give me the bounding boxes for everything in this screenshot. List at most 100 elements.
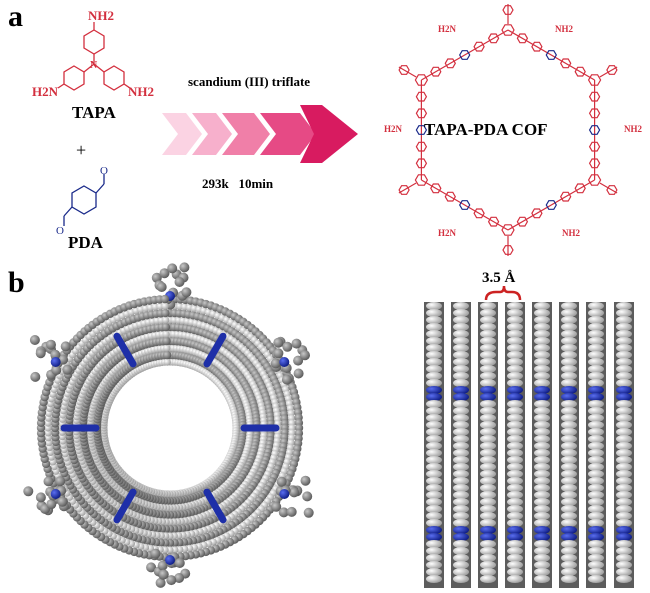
hydrogen-atom <box>426 372 442 380</box>
spacing-bracket <box>486 286 520 300</box>
nitrogen-atom <box>588 533 604 541</box>
carbon-atom <box>304 508 314 518</box>
hydrogen-atom <box>480 512 496 520</box>
carbon-atom <box>157 282 167 292</box>
hydrogen-atom <box>480 400 496 408</box>
hydrogen-atom <box>616 561 632 569</box>
hydrogen-atom <box>588 323 604 331</box>
nitrogen-atom <box>561 526 577 534</box>
hydrogen-atom <box>561 337 577 345</box>
hydrogen-atom <box>480 568 496 576</box>
hydrogen-atom <box>616 407 632 415</box>
hydrogen-atom <box>453 372 469 380</box>
hydrogen-atom <box>534 344 550 352</box>
hydrogen-atom <box>507 309 523 317</box>
hydrogen-atom <box>480 323 496 331</box>
nitrogen-atom <box>426 526 442 534</box>
nitrogen-atom <box>507 386 523 394</box>
hydrogen-atom <box>426 505 442 513</box>
carbon-atom <box>61 341 71 351</box>
hydrogen-atom <box>480 316 496 324</box>
hydrogen-atom <box>616 498 632 506</box>
hydrogen-atom <box>480 302 496 310</box>
hydrogen-atom <box>426 540 442 548</box>
hydrogen-atom <box>480 414 496 422</box>
hydrogen-atom <box>163 331 170 338</box>
hydrogen-atom <box>507 547 523 555</box>
hydrogen-atom <box>534 519 550 527</box>
hydrogen-atom <box>616 344 632 352</box>
hydrogen-atom <box>453 470 469 478</box>
hydrogen-atom <box>480 435 496 443</box>
hydrogen-atom <box>507 323 523 331</box>
tapa-nh2-top: NH2 <box>88 8 114 23</box>
hydrogen-atom <box>426 575 442 583</box>
carbon-atom <box>163 351 171 359</box>
carbon-atom <box>151 549 161 559</box>
cof-nh2-label: NH2 <box>555 24 574 34</box>
hydrogen-atom <box>453 414 469 422</box>
hydrogen-atom <box>588 407 604 415</box>
hydrogen-atom <box>561 435 577 443</box>
hydrogen-atom <box>426 435 442 443</box>
hydrogen-atom <box>588 554 604 562</box>
hydrogen-atom <box>507 484 523 492</box>
nitrogen-atom <box>534 533 550 541</box>
hydrogen-atom <box>616 323 632 331</box>
hydrogen-atom <box>616 421 632 429</box>
hydrogen-atom <box>480 428 496 436</box>
hydrogen-atom <box>534 512 550 520</box>
hydrogen-atom <box>426 456 442 464</box>
hydrogen-atom <box>453 561 469 569</box>
hydrogen-atom <box>616 449 632 457</box>
hydrogen-atom <box>480 498 496 506</box>
hydrogen-atom <box>426 351 442 359</box>
pda-oxygen-bottom: O <box>56 225 64 237</box>
carbon-atom <box>273 338 283 348</box>
nitrogen-atom <box>453 393 469 401</box>
hydrogen-atom <box>561 414 577 422</box>
hydrogen-atom <box>426 477 442 485</box>
nitrogen-atom <box>507 526 523 534</box>
hydrogen-atom <box>616 456 632 464</box>
hydrogen-atom <box>616 330 632 338</box>
nitrogen-atom <box>453 386 469 394</box>
hydrogen-atom <box>507 554 523 562</box>
hydrogen-atom <box>453 379 469 387</box>
hydrogen-atom <box>534 477 550 485</box>
hydrogen-atom <box>534 302 550 310</box>
hydrogen-atom <box>507 414 523 422</box>
hydrogen-atom <box>453 554 469 562</box>
pda-label: PDA <box>68 233 104 252</box>
carbon-atom <box>179 262 189 272</box>
carbon-atom <box>161 309 169 317</box>
hydrogen-atom <box>426 344 442 352</box>
hydrogen-atom <box>588 463 604 471</box>
hydrogen-atom <box>534 442 550 450</box>
carbon-atom <box>30 372 40 382</box>
nitrogen-atom <box>453 533 469 541</box>
tapa-molecule <box>58 22 130 90</box>
hydrogen-atom <box>453 435 469 443</box>
cof-product-label: TAPA-PDA COF <box>424 120 548 139</box>
hydrogen-atom <box>453 540 469 548</box>
carbon-atom <box>62 365 72 375</box>
cof-linker-bond <box>421 180 508 230</box>
hydrogen-atom <box>426 316 442 324</box>
carbon-atom <box>167 263 177 273</box>
hydrogen-atom <box>588 414 604 422</box>
hydrogen-atom <box>507 316 523 324</box>
hydrogen-atom <box>588 512 604 520</box>
nitrogen-atom <box>51 489 61 499</box>
hydrogen-atom <box>480 470 496 478</box>
hydrogen-atom <box>616 491 632 499</box>
hydrogen-atom <box>426 365 442 373</box>
hydrogen-atom <box>534 568 550 576</box>
hydrogen-atom <box>588 365 604 373</box>
hydrogen-atom <box>426 414 442 422</box>
hydrogen-atom <box>507 505 523 513</box>
hydrogen-atom <box>507 449 523 457</box>
hydrogen-atom <box>561 491 577 499</box>
hydrogen-atom <box>534 309 550 317</box>
hydrogen-atom <box>480 421 496 429</box>
